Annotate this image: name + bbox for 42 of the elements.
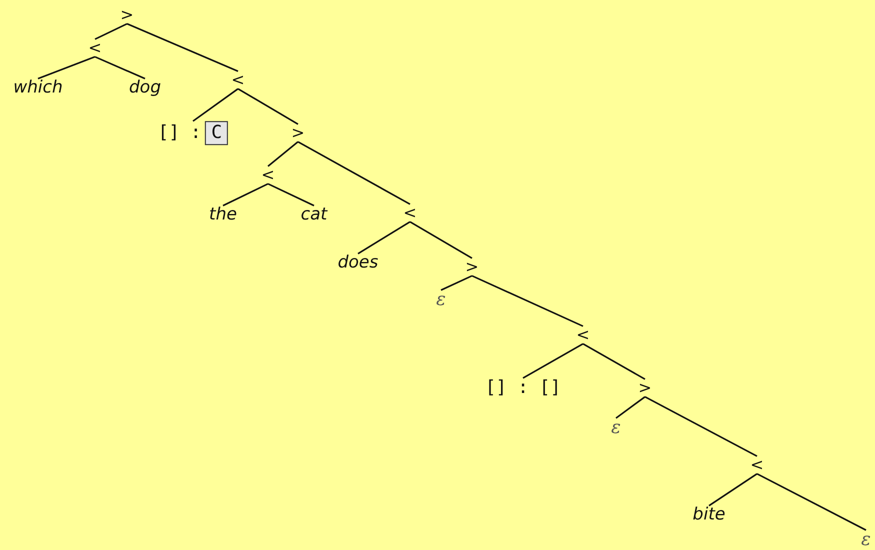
operator-label: < <box>88 39 102 57</box>
tree-branch <box>192 88 238 122</box>
tree-branch <box>126 23 238 72</box>
tree-branch <box>708 473 758 506</box>
tree-branch <box>222 183 268 206</box>
operator-label: < <box>261 166 275 184</box>
tree-branch <box>440 275 472 291</box>
tree-branch <box>522 343 584 379</box>
tree-branch <box>268 141 298 167</box>
tree-branch <box>358 221 410 254</box>
tree-branch <box>298 141 410 205</box>
tree-branch <box>94 56 146 80</box>
word-label: dog <box>129 78 161 98</box>
word-label: cat <box>300 206 328 224</box>
tree-branch <box>582 343 646 380</box>
tree-branch <box>238 88 298 125</box>
operator-label: > <box>638 379 652 397</box>
tree-branch <box>644 396 758 457</box>
feature-label: [] : <box>158 122 202 144</box>
word-label: does <box>338 254 378 272</box>
highlighted-feature: C <box>205 121 228 145</box>
tree-branch <box>756 473 866 531</box>
operator-label: < <box>576 326 590 344</box>
word-label: the <box>209 206 237 224</box>
tree-branch <box>38 56 96 80</box>
empty-label: ε <box>861 530 871 550</box>
empty-label: ε <box>611 418 621 438</box>
word-label: which <box>13 78 63 98</box>
operator-label: < <box>231 71 245 89</box>
empty-label: ε <box>436 290 446 310</box>
operator-label: > <box>465 258 479 276</box>
operator-label: < <box>750 456 764 474</box>
tree-branch <box>472 275 584 327</box>
tree-branch <box>616 396 646 419</box>
feature-label: [] : [] <box>485 378 561 398</box>
operator-label: > <box>291 124 305 142</box>
tree-branch <box>268 183 314 206</box>
word-label: bite <box>692 506 726 524</box>
operator-label: < <box>403 204 417 222</box>
operator-label: > <box>120 6 134 24</box>
tree-branch <box>410 221 472 259</box>
tree-branch <box>94 23 128 40</box>
